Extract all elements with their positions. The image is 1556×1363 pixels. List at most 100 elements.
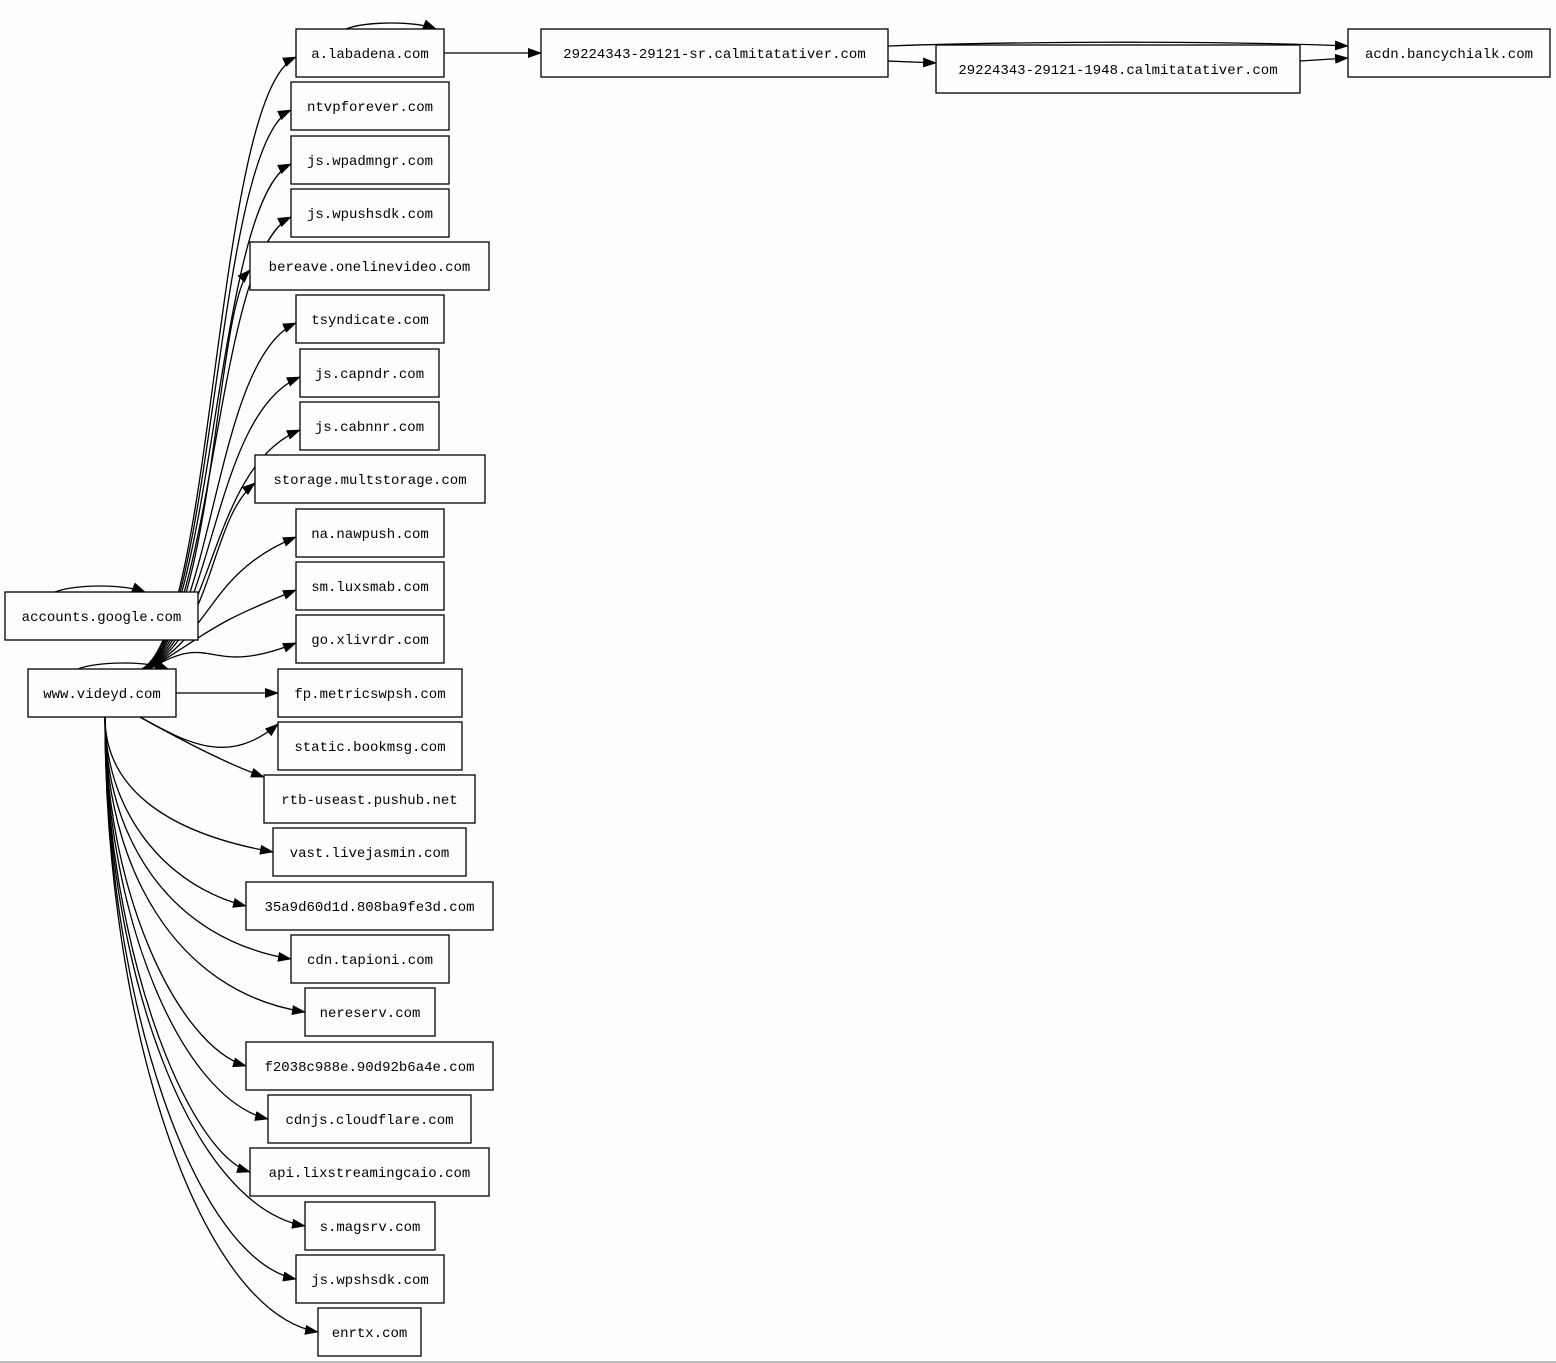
- node-bookmsg[interactable]: static.bookmsg.com: [277, 721, 463, 771]
- node-box: [263, 774, 476, 824]
- node-enrtx[interactable]: enrtx.com: [317, 1307, 422, 1357]
- node-label: f2038c988e.90d92b6a4e.com: [264, 1060, 474, 1076]
- node-cabnnr[interactable]: js.cabnnr.com: [299, 401, 440, 451]
- node-box: [295, 508, 445, 558]
- node-nereserv[interactable]: nereserv.com: [304, 987, 436, 1037]
- node-tapioni[interactable]: cdn.tapioni.com: [290, 934, 450, 984]
- edge-videyd-to-tsyndicate: [144, 322, 297, 670]
- node-label: fp.metricswpsh.com: [294, 687, 445, 703]
- node-label: enrtx.com: [332, 1326, 408, 1342]
- node-label: ntvpforever.com: [307, 100, 433, 116]
- node-box: [277, 668, 463, 718]
- node-label: vast.livejasmin.com: [290, 846, 450, 862]
- node-f2038[interactable]: f2038c988e.90d92b6a4e.com: [245, 1041, 494, 1091]
- node-label: js.wpadmngr.com: [307, 154, 433, 170]
- node-box: [299, 348, 440, 398]
- node-box: [295, 1254, 445, 1304]
- node-storage[interactable]: storage.multstorage.com: [254, 454, 486, 504]
- node-label: na.nawpush.com: [311, 527, 429, 543]
- node-label: rtb-useast.pushub.net: [281, 793, 457, 809]
- edge-videyd-to-tapioni: [104, 716, 292, 962]
- node-label: bereave.onelinevideo.com: [269, 260, 471, 276]
- node-box: [290, 81, 450, 131]
- node-label: 29224343-29121-sr.calmitatativer.com: [563, 47, 865, 63]
- node-box: [27, 668, 177, 718]
- node-label: a.labadena.com: [311, 47, 429, 63]
- node-nawpush[interactable]: na.nawpush.com: [295, 508, 445, 558]
- edge-videyd-to-storage: [146, 482, 256, 670]
- node-label: api.lixstreamingcaio.com: [269, 1166, 471, 1182]
- node-sr[interactable]: 29224343-29121-sr.calmitatativer.com: [540, 28, 889, 78]
- node-cdnjs[interactable]: cdnjs.cloudflare.com: [267, 1094, 472, 1144]
- node-wpshsdk[interactable]: js.wpshsdk.com: [295, 1254, 445, 1304]
- node-box: [935, 44, 1301, 94]
- node-box: [290, 934, 450, 984]
- node-box: [295, 294, 445, 344]
- edge-videyd-to-nawpush: [147, 536, 297, 670]
- node-label: js.capndr.com: [315, 367, 424, 383]
- node-label: go.xlivrdr.com: [311, 633, 429, 649]
- node-bereave[interactable]: bereave.onelinevideo.com: [249, 241, 490, 291]
- edge-accounts-to-accounts: [54, 582, 146, 593]
- edge-videyd-to-pushub: [139, 716, 265, 778]
- edge-videyd-to-magsrv: [104, 716, 306, 1229]
- edge-videyd-to-livejasmin: [104, 716, 274, 855]
- node-accounts[interactable]: accounts.google.com: [4, 591, 199, 641]
- node-box: [249, 1147, 490, 1197]
- node-label: www.videyd.com: [43, 687, 161, 703]
- node-tsyndicate[interactable]: tsyndicate.com: [295, 294, 445, 344]
- node-label: js.wpushsdk.com: [307, 207, 433, 223]
- node-label: cdnjs.cloudflare.com: [285, 1113, 453, 1129]
- edge-videyd-to-lix: [104, 716, 251, 1173]
- node-label: acdn.bancychialk.com: [1365, 47, 1533, 63]
- node-label: sm.luxsmab.com: [311, 580, 429, 596]
- node-box: [272, 827, 467, 877]
- edge-videyd-to-xlivrdr: [149, 642, 297, 670]
- node-acdn[interactable]: acdn.bancychialk.com: [1347, 28, 1551, 78]
- node-box: [254, 454, 486, 504]
- node-metrics[interactable]: fp.metricswpsh.com: [277, 668, 463, 718]
- node-label: static.bookmsg.com: [294, 740, 445, 756]
- node-luxsmab[interactable]: sm.luxsmab.com: [295, 561, 445, 611]
- node-videyd[interactable]: www.videyd.com: [27, 668, 177, 718]
- node-box: [290, 188, 450, 238]
- edge-videyd-to-enrtx: [104, 716, 319, 1335]
- node-box: [290, 135, 450, 185]
- node-box: [277, 721, 463, 771]
- edge-videyd-to-wpshsdk: [104, 716, 297, 1282]
- node-box: [317, 1307, 422, 1357]
- edge-videyd-to-luxsmab: [148, 589, 297, 670]
- bottom-border: [0, 1361, 1556, 1363]
- node-label: accounts.google.com: [22, 610, 182, 626]
- node-box: [4, 591, 199, 641]
- node-label: 29224343-29121-1948.calmitatativer.com: [958, 63, 1277, 79]
- node-label: js.cabnnr.com: [315, 420, 424, 436]
- node-xlivrdr[interactable]: go.xlivrdr.com: [295, 614, 445, 664]
- edge-videyd-to-ntvp: [141, 109, 292, 670]
- node-box: [295, 28, 445, 78]
- node-box: [304, 987, 436, 1037]
- node-label: 35a9d60d1d.808ba9fe3d.com: [264, 900, 474, 916]
- edge-videyd-to-cdnjs: [104, 716, 269, 1121]
- node-h35a[interactable]: 35a9d60d1d.808ba9fe3d.com: [245, 881, 494, 931]
- node-capndr[interactable]: js.capndr.com: [299, 348, 440, 398]
- edge-videyd-to-bookmsg: [139, 716, 279, 748]
- node-labadena[interactable]: a.labadena.com: [295, 28, 445, 78]
- node-pushub[interactable]: rtb-useast.pushub.net: [263, 774, 476, 824]
- node-wpadmngr[interactable]: js.wpadmngr.com: [290, 135, 450, 185]
- edge-videyd-to-cabnnr: [146, 429, 301, 670]
- node-box: [249, 241, 490, 291]
- node-livejasmin[interactable]: vast.livejasmin.com: [272, 827, 467, 877]
- node-n1948[interactable]: 29224343-29121-1948.calmitatativer.com: [935, 44, 1301, 94]
- node-magsrv[interactable]: s.magsrv.com: [304, 1201, 436, 1251]
- node-ntvp[interactable]: ntvpforever.com: [290, 81, 450, 131]
- node-box: [295, 614, 445, 664]
- edge-videyd-to-f2038: [104, 716, 247, 1068]
- node-lix[interactable]: api.lixstreamingcaio.com: [249, 1147, 490, 1197]
- node-wpushsdk[interactable]: js.wpushsdk.com: [290, 188, 450, 238]
- edge-videyd-to-videyd: [77, 659, 169, 670]
- edge-n1948-to-acdn: [1299, 53, 1349, 64]
- edge-sr-to-n1948: [887, 57, 937, 68]
- node-box: [304, 1201, 436, 1251]
- node-label: storage.multstorage.com: [273, 473, 466, 489]
